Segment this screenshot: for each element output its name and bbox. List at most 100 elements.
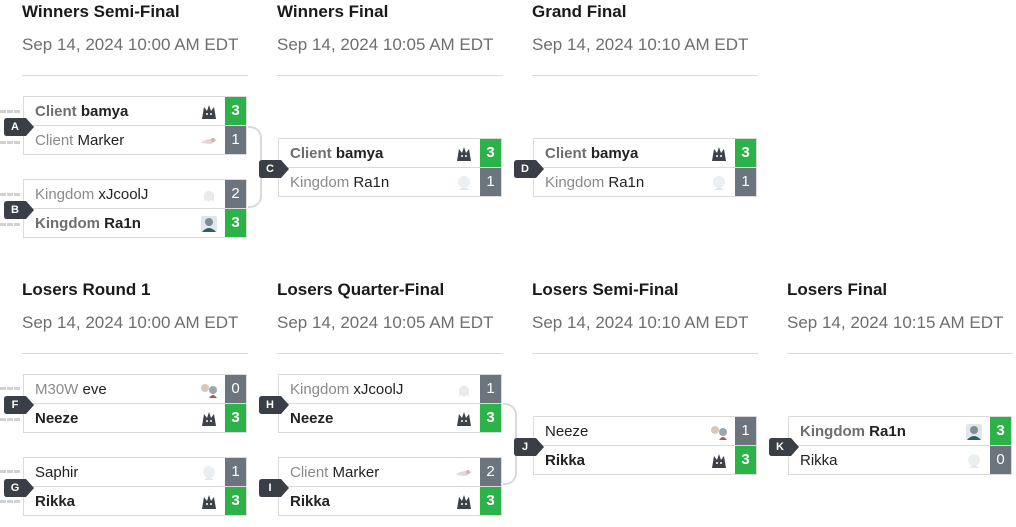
wolf-avatar-icon xyxy=(199,492,219,512)
participant-name: M30W eve xyxy=(35,381,107,398)
match-badge-label: F xyxy=(11,399,19,411)
participant-row[interactable]: Kingdom Ra1n 1 xyxy=(278,167,502,197)
participant-row[interactable]: Client Marker 2 xyxy=(278,457,502,487)
round-divider xyxy=(532,353,758,354)
match-badge-G: G xyxy=(4,479,34,497)
participant-name: Kingdom Ra1n xyxy=(545,174,644,191)
match-badge-label: A xyxy=(11,121,19,133)
score-box: 1 xyxy=(735,168,756,196)
score-box: 1 xyxy=(480,168,501,196)
score-box: 3 xyxy=(480,139,501,167)
round-date: Sep 14, 2024 10:10 AM EDT xyxy=(532,35,749,54)
participant-name: Client Marker xyxy=(290,464,379,481)
match-badge-K: K xyxy=(769,438,799,456)
participant-name: Neeze xyxy=(545,423,588,440)
incoming-connector xyxy=(0,141,20,144)
incoming-connector xyxy=(0,470,20,473)
match-badge-C: C xyxy=(259,160,289,178)
player-name: eve xyxy=(82,381,107,398)
wolf-avatar-icon xyxy=(454,492,474,512)
wolf-avatar-icon xyxy=(199,409,219,429)
round-divider xyxy=(277,353,503,354)
sketch-character-avatar-icon xyxy=(199,131,219,151)
character-portrait-avatar-icon xyxy=(199,214,219,234)
participant-name: Client bamya xyxy=(545,145,638,162)
team-tag: Client xyxy=(35,132,74,149)
player-name: bamya xyxy=(590,145,639,162)
team-tag: Kingdom xyxy=(35,186,95,203)
player-name: Marker xyxy=(332,464,380,481)
participant-name: Kingdom xJcoolJ xyxy=(35,186,148,203)
participant-name: Kingdom Ra1n xyxy=(800,423,906,440)
score-box: 3 xyxy=(480,487,501,515)
faded-portrait-avatar-icon xyxy=(709,173,729,193)
round-divider xyxy=(22,353,248,354)
team-tag: Kingdom xyxy=(800,423,865,440)
player-name: Marker xyxy=(77,132,125,149)
wolf-and-character-avatar-icon xyxy=(199,102,219,122)
round-divider xyxy=(22,75,248,76)
match-badge-label: D xyxy=(521,163,529,175)
round-title: Winners Semi-Final xyxy=(22,2,180,21)
score-box: 3 xyxy=(225,97,246,125)
team-tag: Kingdom xyxy=(35,215,100,232)
player-name: Rikka xyxy=(35,493,76,510)
match-badge-label: I xyxy=(268,482,272,494)
match-badge-I: I xyxy=(259,479,289,497)
score-box: 2 xyxy=(480,458,501,486)
wolf-avatar-icon xyxy=(709,144,729,164)
wolf-avatar-icon xyxy=(454,144,474,164)
match-badge-label: C xyxy=(266,163,274,175)
participant-row[interactable]: Kingdom Ra1n 1 xyxy=(533,167,757,197)
wolf-avatar-icon xyxy=(709,451,729,471)
team-tag: Kingdom xyxy=(290,381,350,398)
match-badge-label: G xyxy=(10,482,20,494)
match-badge-D: D xyxy=(514,160,544,178)
round-date: Sep 14, 2024 10:05 AM EDT xyxy=(277,35,494,54)
score-box: 0 xyxy=(990,446,1011,474)
player-name: Ra1n xyxy=(104,215,141,232)
score-box: 3 xyxy=(480,404,501,432)
round-divider xyxy=(787,353,1013,354)
participant-name: Rikka xyxy=(35,493,75,510)
incoming-connector xyxy=(0,387,20,390)
player-name: xJcoolJ xyxy=(353,381,404,398)
match-badge-label: H xyxy=(266,399,274,411)
participant-name: Kingdom xJcoolJ xyxy=(290,381,403,398)
wolf-avatar-icon xyxy=(454,409,474,429)
round-title: Grand Final xyxy=(532,2,627,21)
score-box: 3 xyxy=(225,209,246,237)
participant-name: Kingdom Ra1n xyxy=(290,174,389,191)
round-date: Sep 14, 2024 10:05 AM EDT xyxy=(277,313,494,332)
match-badge-label: J xyxy=(521,441,529,453)
participant-row[interactable]: Kingdom Ra1n 3 xyxy=(23,208,247,238)
participant-name: Rikka xyxy=(545,452,585,469)
match-badge-label: K xyxy=(776,441,784,453)
